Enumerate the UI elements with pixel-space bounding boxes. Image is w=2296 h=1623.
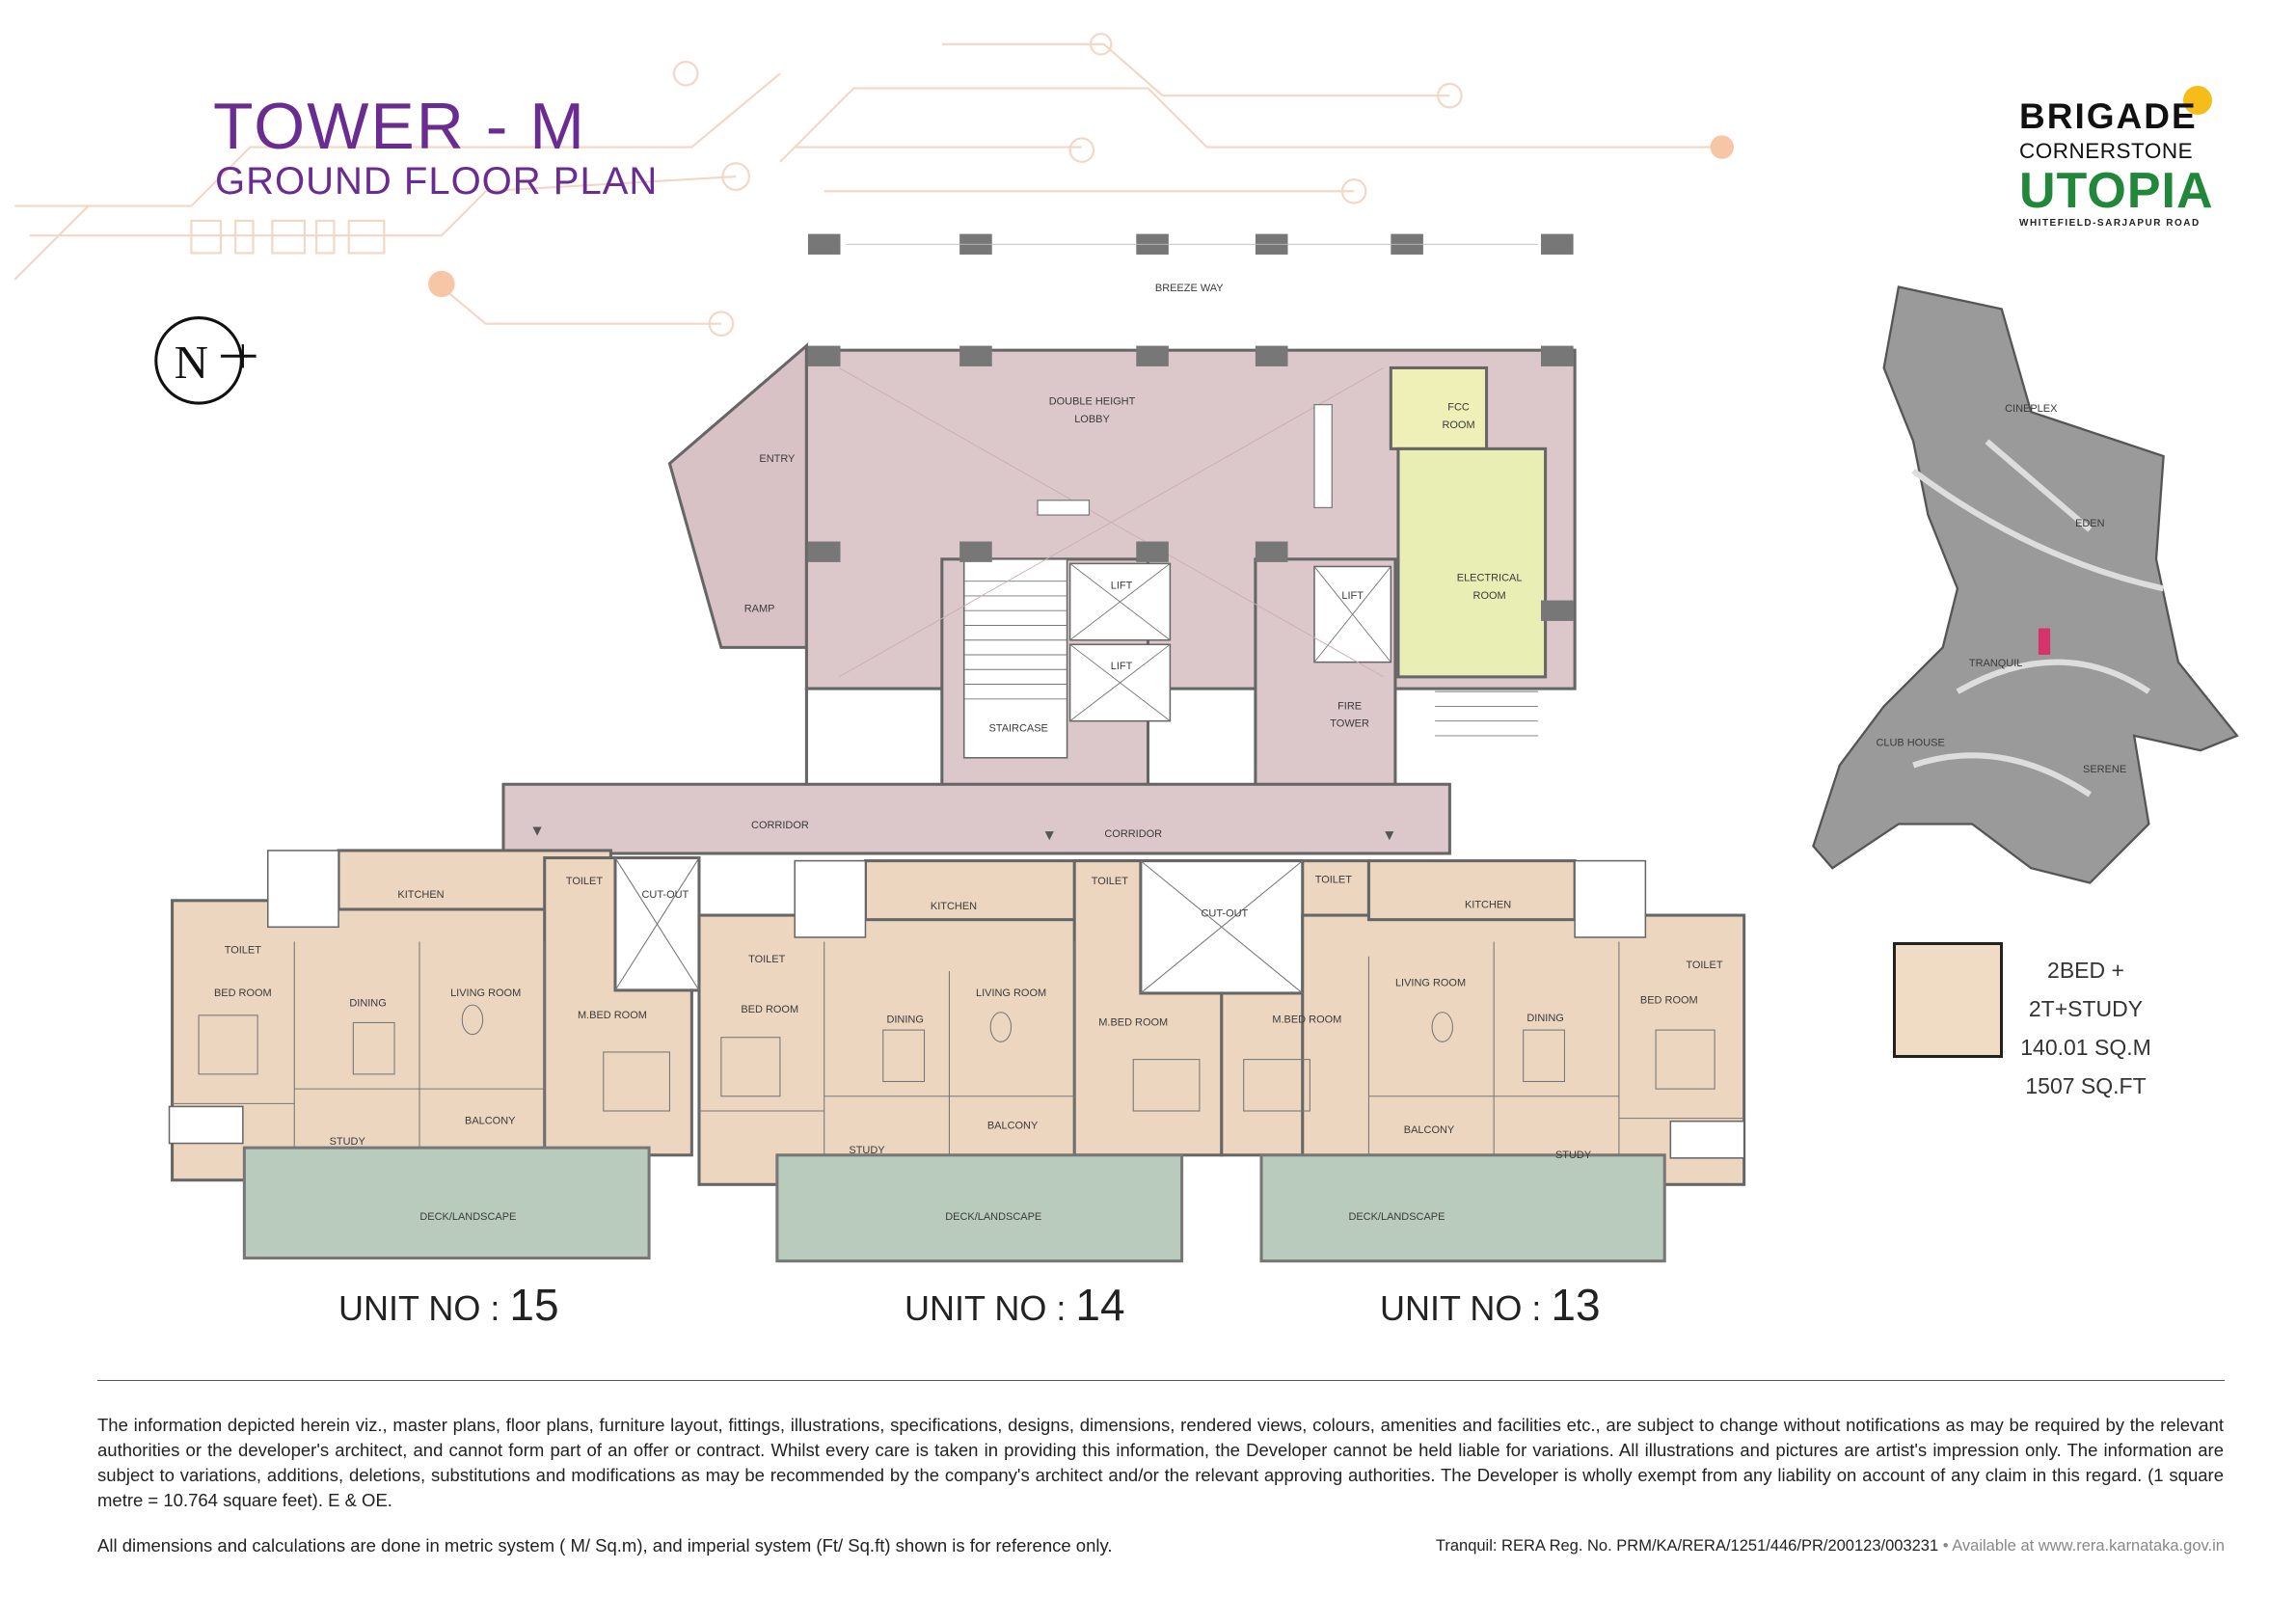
svg-text:N: N <box>175 336 208 389</box>
lobby-label: LOBBY <box>1074 414 1110 425</box>
unit-13-labels: TOILET KITCHEN TOILET LIVING ROOM M.BED … <box>1272 875 1722 1223</box>
svg-text:DINING: DINING <box>886 1014 923 1025</box>
divider <box>97 1380 2225 1381</box>
svg-text:CLUB HOUSE: CLUB HOUSE <box>1876 738 1944 749</box>
svg-text:TOILET: TOILET <box>748 954 786 965</box>
logo-brigade: BRIGADE <box>2019 96 2198 136</box>
legend-text: 2BED + 2T+STUDY 140.01 SQ.M 1507 SQ.FT <box>2013 951 2158 1105</box>
logo-utopia: UTOPIA <box>2019 163 2214 219</box>
svg-text:TRANQUIL: TRANQUIL <box>1969 658 2022 669</box>
svg-text:SERENE: SERENE <box>2083 764 2126 775</box>
svg-text:CUT-OUT: CUT-OUT <box>642 889 689 901</box>
svg-text:TOILET: TOILET <box>1092 876 1129 887</box>
logo-sun-icon <box>2183 86 2212 115</box>
svg-text:TOILET: TOILET <box>566 876 604 887</box>
svg-text:DECK/LANDSCAPE: DECK/LANDSCAPE <box>419 1211 516 1223</box>
svg-text:STUDY: STUDY <box>849 1145 885 1156</box>
svg-text:STUDY: STUDY <box>330 1136 366 1148</box>
svg-text:DECK/LANDSCAPE: DECK/LANDSCAPE <box>1348 1211 1445 1223</box>
entry-label: ENTRY <box>759 453 796 465</box>
svg-text:DECK/LANDSCAPE: DECK/LANDSCAPE <box>945 1211 1041 1223</box>
lift-label: LIFT <box>1111 661 1133 672</box>
unit-label-15: UNIT NO : 15 <box>338 1280 559 1330</box>
svg-text:CUT-OUT: CUT-OUT <box>1201 908 1248 920</box>
legend-area-sqm: 140.01 SQ.M <box>2020 1035 2151 1060</box>
legend-unit-type: 2BED + 2T+STUDY <box>2028 958 2144 1021</box>
disclaimer-text: The information depicted herein viz., ma… <box>97 1415 2224 1510</box>
svg-text:TOILET: TOILET <box>225 945 262 957</box>
logo-tagline: WHITEFIELD-SARJAPUR ROAD <box>2019 218 2201 229</box>
svg-text:KITCHEN: KITCHEN <box>1465 899 1511 910</box>
svg-text:TOILET: TOILET <box>1686 960 1723 971</box>
lobby-label: DOUBLE HEIGHT <box>1049 396 1136 408</box>
svg-text:TOILET: TOILET <box>1315 875 1353 886</box>
svg-text:LIVING ROOM: LIVING ROOM <box>450 987 521 999</box>
corridor-label: CORRIDOR <box>751 820 809 831</box>
svg-text:LIVING ROOM: LIVING ROOM <box>1395 977 1466 988</box>
logo-cornerstone: CORNERSTONE <box>2019 139 2194 163</box>
unit-15-labels: KITCHEN TOILET TOILET CUT-OUT BED ROOM D… <box>214 876 689 1223</box>
deck-areas <box>242 1146 1666 1263</box>
svg-text:M.BED ROOM: M.BED ROOM <box>1098 1017 1168 1029</box>
staircase-label: STAIRCASE <box>989 722 1048 734</box>
decorative-dot <box>1710 135 1734 159</box>
unit-label-13: UNIT NO : 13 <box>1380 1280 1601 1330</box>
legend-area-sqft: 1507 SQ.FT <box>2025 1073 2147 1098</box>
electrical-room-label: ROOM <box>1473 590 1506 602</box>
svg-text:BALCONY: BALCONY <box>987 1120 1039 1131</box>
electrical-room-label: ELECTRICAL <box>1457 573 1523 584</box>
page-subtitle: GROUND FLOOR PLAN <box>215 160 659 203</box>
unit-label-14: UNIT NO : 14 <box>905 1280 1125 1330</box>
svg-text:BALCONY: BALCONY <box>1404 1124 1455 1136</box>
svg-text:BED ROOM: BED ROOM <box>741 1004 798 1015</box>
fire-tower-label: TOWER <box>1330 718 1369 730</box>
page-title: TOWER - M <box>213 90 586 163</box>
unit-14-labels: KITCHEN TOILET TOILET CUT-OUT BED ROOM D… <box>741 876 1248 1223</box>
svg-text:DINING: DINING <box>349 998 386 1010</box>
lift-label: LIFT <box>1341 590 1364 602</box>
fcc-room-label: FCC <box>1447 402 1470 414</box>
svg-text:CINEPLEX: CINEPLEX <box>2005 403 2058 415</box>
svg-text:M.BED ROOM: M.BED ROOM <box>578 1010 647 1021</box>
north-arrow-icon: N <box>154 316 257 405</box>
site-key-map: CINEPLEX EDEN TRANQUIL CLUB HOUSE SERENE <box>1812 285 2239 884</box>
fcc-room-label: ROOM <box>1442 419 1474 431</box>
svg-text:BALCONY: BALCONY <box>465 1116 516 1127</box>
measurement-note: All dimensions and calculations are done… <box>97 1535 1113 1555</box>
decorative-dot <box>428 270 455 298</box>
breeze-way-label: BREEZE WAY <box>1155 283 1224 294</box>
svg-text:KITCHEN: KITCHEN <box>397 889 444 901</box>
svg-text:BED ROOM: BED ROOM <box>214 987 272 999</box>
ramp-label: RAMP <box>744 604 775 615</box>
rera-availability: • Available at www.rera.karnataka.gov.in <box>1942 1537 2225 1555</box>
svg-text:BED ROOM: BED ROOM <box>1640 995 1698 1007</box>
decorative-circuit-lines <box>14 33 1722 337</box>
fire-tower-label: FIRE <box>1337 700 1362 712</box>
rera-info: Tranquil: RERA Reg. No. PRM/KA/RERA/1251… <box>1435 1537 2225 1555</box>
svg-text:M.BED ROOM: M.BED ROOM <box>1272 1014 1341 1025</box>
tower-core <box>501 342 1577 855</box>
lift-label: LIFT <box>1111 580 1133 591</box>
svg-text:STUDY: STUDY <box>1555 1150 1592 1161</box>
svg-text:LIVING ROOM: LIVING ROOM <box>976 987 1046 999</box>
brand-logo: BRIGADE CORNERSTONE UTOPIA WHITEFIELD-SA… <box>2019 96 2231 229</box>
corridor-label: CORRIDOR <box>1104 828 1162 840</box>
svg-text:DINING: DINING <box>1526 1013 1563 1024</box>
svg-text:KITCHEN: KITCHEN <box>931 901 977 912</box>
svg-text:EDEN: EDEN <box>2075 518 2105 529</box>
legend-swatch <box>1893 942 2003 1058</box>
